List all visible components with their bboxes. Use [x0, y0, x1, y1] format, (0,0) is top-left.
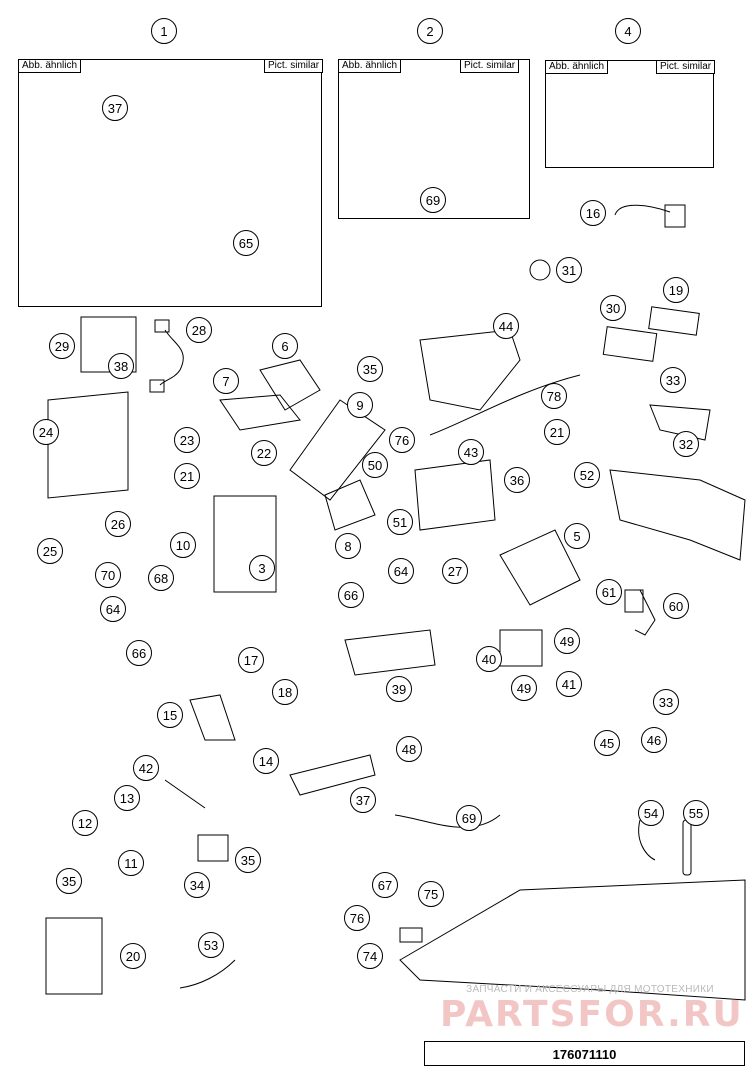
- callout-53: 53: [198, 932, 224, 958]
- part-number: 176071110: [424, 1041, 745, 1066]
- callout-6: 6: [272, 333, 298, 359]
- callout-69: 69: [456, 805, 482, 831]
- callout-42: 42: [133, 755, 159, 781]
- callout-70: 70: [95, 562, 121, 588]
- callout-76: 76: [344, 905, 370, 931]
- callout-54: 54: [638, 800, 664, 826]
- callout-22: 22: [251, 440, 277, 466]
- callout-74: 74: [357, 943, 383, 969]
- callout-48: 48: [396, 736, 422, 762]
- callout-55: 55: [683, 800, 709, 826]
- callout-32: 32: [673, 431, 699, 457]
- callout-68: 68: [148, 565, 174, 591]
- callout-34: 34: [184, 872, 210, 898]
- callout-28: 28: [186, 317, 212, 343]
- box-2-label-en: Pict. similar: [460, 59, 520, 73]
- callout-2: 2: [417, 18, 443, 44]
- box-1-frame: [18, 59, 322, 307]
- box-4-label-de: Abb. ähnlich: [545, 60, 609, 74]
- callout-26: 26: [105, 511, 131, 537]
- box-1-label-de: Abb. ähnlich: [18, 59, 82, 73]
- callout-27: 27: [442, 558, 468, 584]
- callout-21: 21: [174, 463, 200, 489]
- callout-35: 35: [357, 356, 383, 382]
- callout-18: 18: [272, 679, 298, 705]
- callout-8: 8: [335, 533, 361, 559]
- callout-30: 30: [600, 295, 626, 321]
- callout-7: 7: [213, 368, 239, 394]
- callout-46: 46: [641, 727, 667, 753]
- callout-64: 64: [100, 596, 126, 622]
- callout-75: 75: [418, 881, 444, 907]
- callout-3: 3: [249, 555, 275, 581]
- callout-38: 38: [108, 353, 134, 379]
- callout-78: 78: [541, 383, 567, 409]
- callout-19: 19: [663, 277, 689, 303]
- callout-12: 12: [72, 810, 98, 836]
- callout-33: 33: [660, 367, 686, 393]
- callout-14: 14: [253, 748, 279, 774]
- callout-64: 64: [388, 558, 414, 584]
- callout-35: 35: [56, 868, 82, 894]
- callout-21: 21: [544, 419, 570, 445]
- callout-76: 76: [389, 427, 415, 453]
- callout-5: 5: [564, 523, 590, 549]
- callout-35: 35: [235, 847, 261, 873]
- callout-41: 41: [556, 671, 582, 697]
- callout-52: 52: [574, 462, 600, 488]
- callout-37: 37: [102, 95, 128, 121]
- box-4-frame: [545, 60, 714, 168]
- callout-69: 69: [420, 187, 446, 213]
- box-2-label-de: Abb. ähnlich: [338, 59, 402, 73]
- callout-15: 15: [157, 702, 183, 728]
- callout-33: 33: [653, 689, 679, 715]
- callout-66: 66: [126, 640, 152, 666]
- callout-17: 17: [238, 647, 264, 673]
- callout-20: 20: [120, 943, 146, 969]
- callout-67: 67: [372, 872, 398, 898]
- callout-37: 37: [350, 787, 376, 813]
- callout-31: 31: [556, 257, 582, 283]
- watermark-text: ЗАПЧАСТИ И АКСЕССУАРЫ ДЛЯ МОТОТЕХНИКИ: [466, 984, 714, 995]
- callout-50: 50: [362, 452, 388, 478]
- callout-49: 49: [511, 675, 537, 701]
- box-4-label-en: Pict. similar: [656, 60, 716, 74]
- callout-39: 39: [386, 676, 412, 702]
- callout-9: 9: [347, 392, 373, 418]
- callout-13: 13: [114, 785, 140, 811]
- callout-51: 51: [387, 509, 413, 535]
- callout-44: 44: [493, 313, 519, 339]
- callout-1: 1: [151, 18, 177, 44]
- callout-24: 24: [33, 419, 59, 445]
- callout-16: 16: [580, 200, 606, 226]
- callout-36: 36: [504, 467, 530, 493]
- callout-23: 23: [174, 427, 200, 453]
- callout-49: 49: [554, 628, 580, 654]
- callout-66: 66: [338, 582, 364, 608]
- callout-43: 43: [458, 439, 484, 465]
- callout-11: 11: [118, 850, 144, 876]
- callout-40: 40: [476, 646, 502, 672]
- callout-10: 10: [170, 532, 196, 558]
- callout-45: 45: [594, 730, 620, 756]
- callout-65: 65: [233, 230, 259, 256]
- watermark-logo: PARTSFOR.RU: [440, 994, 744, 1035]
- callout-25: 25: [37, 538, 63, 564]
- box-1-label-en: Pict. similar: [264, 59, 324, 73]
- callout-60: 60: [663, 593, 689, 619]
- callout-29: 29: [49, 333, 75, 359]
- callout-4: 4: [615, 18, 641, 44]
- callout-61: 61: [596, 579, 622, 605]
